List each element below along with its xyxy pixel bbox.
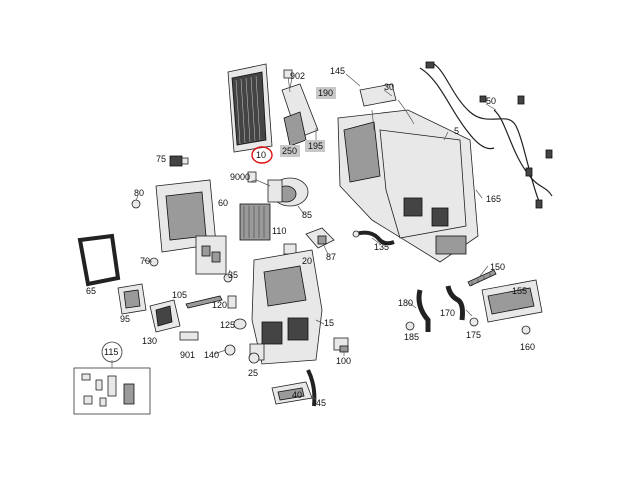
cabin-filter-part[interactable] (227, 63, 273, 153)
label-20: 20 (302, 256, 312, 266)
label-125: 125 (220, 320, 235, 330)
leader-lines (135, 73, 497, 401)
label-45: 45 (316, 398, 326, 408)
label-170: 170 (440, 308, 455, 318)
connector-part[interactable] (305, 227, 335, 249)
label-5: 5 (454, 126, 459, 136)
label-160: 160 (520, 342, 535, 352)
label-70: 70 (140, 256, 150, 266)
label-155: 155 (512, 286, 527, 296)
callout-labels: 10 902 145 30 190 250 195 5 50 75 9000 8… (86, 66, 535, 408)
tag-190 (316, 87, 336, 99)
label-80: 80 (134, 188, 144, 198)
label-35: 35 (228, 270, 238, 280)
label-75: 75 (156, 154, 166, 164)
duct-seal-part[interactable] (149, 299, 181, 333)
tag-250 (280, 145, 300, 157)
evaporator-part[interactable] (239, 203, 271, 241)
label-140: 140 (204, 350, 219, 360)
seal-part[interactable] (117, 283, 147, 315)
hvac-housing-part[interactable] (337, 83, 479, 263)
label-902: 902 (290, 71, 305, 81)
label-105: 105 (172, 290, 187, 300)
hose-part[interactable] (306, 369, 317, 407)
sensor-part[interactable] (283, 243, 297, 255)
label-165: 165 (486, 194, 501, 204)
actuator-part[interactable] (333, 337, 349, 353)
coolant-pipes-part[interactable] (405, 285, 479, 332)
gasket-part[interactable] (77, 233, 121, 287)
label-135: 135 (374, 242, 389, 252)
kit-callout-circle (101, 341, 123, 363)
label-190: 190 (318, 88, 333, 98)
label-65: 65 (86, 286, 96, 296)
fastener-kit-part[interactable] (73, 360, 151, 415)
label-250: 250 (282, 146, 297, 156)
fasteners-part[interactable] (223, 273, 260, 364)
label-60: 60 (218, 198, 228, 208)
label-15: 15 (324, 318, 334, 328)
label-85: 85 (302, 210, 312, 220)
label-50: 50 (486, 96, 496, 106)
lower-housing-part[interactable] (249, 249, 323, 365)
label-40: 40 (292, 390, 302, 400)
label-115: 115 (104, 347, 118, 357)
plug-part[interactable] (179, 331, 199, 341)
label-30: 30 (384, 82, 394, 92)
wiring-harness-part[interactable] (419, 61, 553, 209)
highlight-circle (251, 146, 273, 164)
blower-motor-part[interactable] (247, 171, 309, 207)
label-901: 901 (180, 350, 195, 360)
heater-core-part[interactable] (271, 381, 313, 405)
left-housing-part[interactable] (131, 179, 227, 275)
label-110: 110 (272, 226, 286, 236)
label-120: 120 (212, 300, 227, 310)
label-150: 150 (490, 262, 505, 272)
label-195: 195 (308, 141, 323, 151)
label-10: 10 (256, 150, 266, 160)
label-180: 180 (398, 298, 413, 308)
label-9000: 9000 (230, 172, 250, 182)
air-guide-part[interactable] (281, 69, 319, 147)
label-185: 185 (404, 332, 419, 342)
label-95: 95 (120, 314, 130, 324)
label-100: 100 (336, 356, 351, 366)
pipe-part[interactable] (352, 230, 395, 246)
resistor-part[interactable] (169, 155, 189, 167)
label-130: 130 (142, 336, 157, 346)
label-25: 25 (248, 368, 258, 378)
foam-strip-part[interactable] (185, 295, 223, 309)
label-87: 87 (326, 252, 336, 262)
label-175: 175 (466, 330, 481, 340)
label-145: 145 (330, 66, 345, 76)
ptc-heater-part[interactable] (467, 269, 543, 335)
tag-195 (305, 140, 325, 152)
